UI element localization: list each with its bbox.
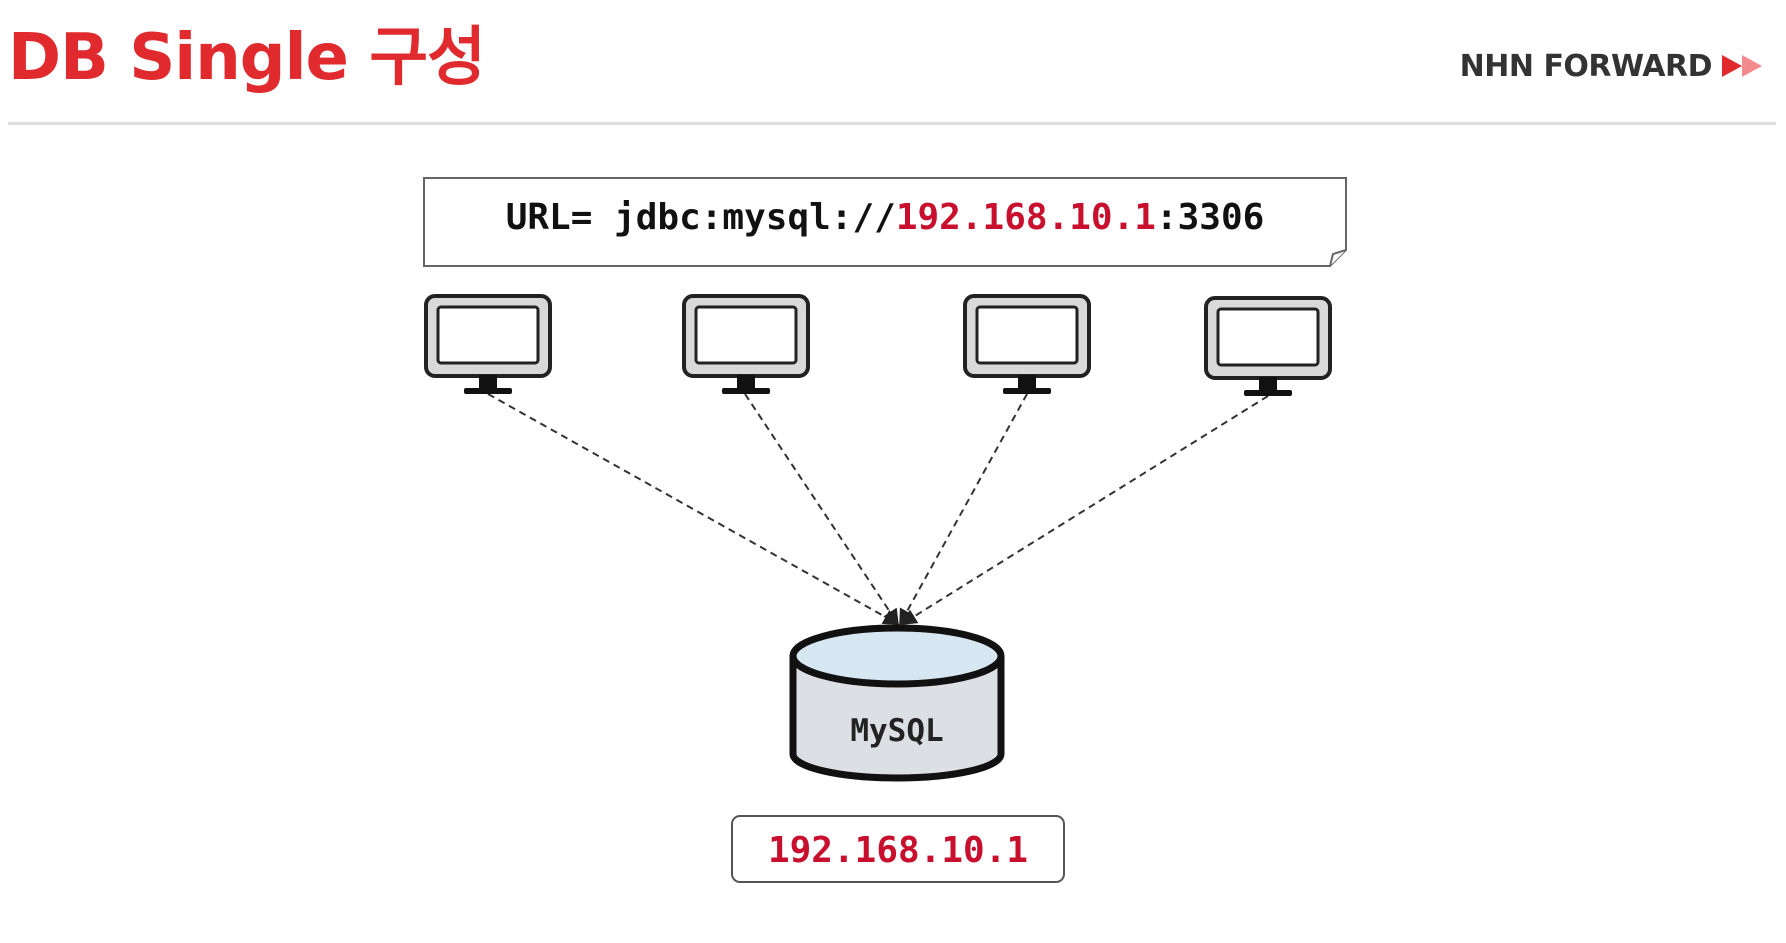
url-prefix: URL= jdbc:mysql:// [506, 197, 896, 238]
monitor-icon [424, 294, 552, 394]
client-2 [682, 294, 810, 394]
database-icon [789, 624, 1005, 782]
url-host: 192.168.10.1 [896, 197, 1156, 238]
url-port: :3306 [1156, 197, 1264, 238]
connection-line [487, 393, 900, 625]
brand-name: NHN FORWARD [1459, 48, 1713, 84]
connection-line [899, 393, 1028, 626]
client-1 [424, 294, 552, 394]
db-address-text: 192.168.10.1 [768, 830, 1028, 871]
page-title: DB Single 구성 [8, 21, 486, 95]
connection-line [744, 393, 899, 626]
db-address-box: 192.168.10.1 [731, 815, 1065, 883]
monitor-icon [1204, 296, 1332, 396]
fast-forward-icon [1722, 53, 1766, 79]
url-text: URL= jdbc:mysql://192.168.10.1:3306 [506, 197, 1265, 238]
monitor-icon [682, 294, 810, 394]
database-label: MySQL [850, 713, 943, 749]
client-4 [1204, 296, 1332, 396]
monitor-icon [963, 294, 1091, 394]
connection-lines [487, 393, 1269, 626]
url-note: URL= jdbc:mysql://192.168.10.1:3306 [423, 177, 1347, 267]
connection-line [900, 395, 1269, 625]
client-3 [963, 294, 1091, 394]
brand-logo: NHN FORWARD [1460, 46, 1766, 86]
header-divider [8, 122, 1776, 125]
mysql-database: MySQL [789, 624, 1005, 782]
